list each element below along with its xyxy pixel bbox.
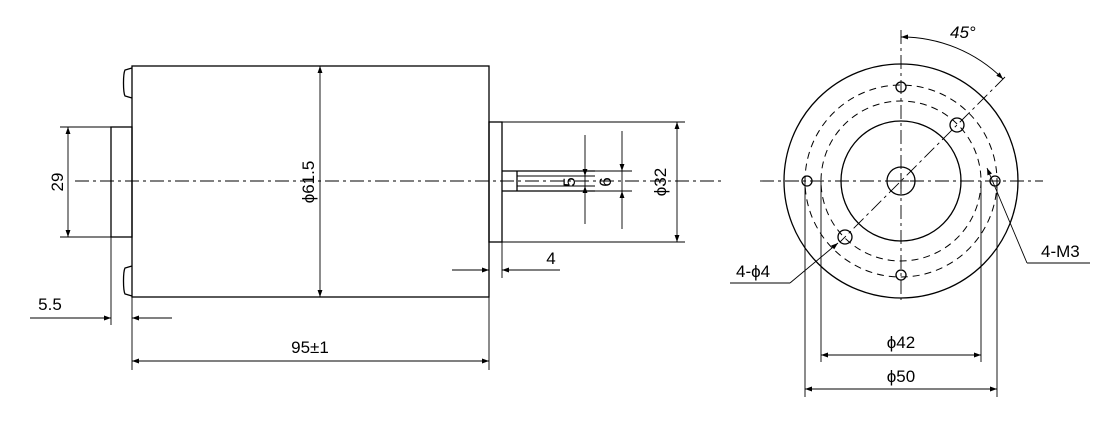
- label-phi-42: ϕ42: [887, 333, 915, 352]
- dim-phi-50: ϕ50: [804, 181, 998, 397]
- shaft-circle: [886, 166, 916, 196]
- dim-rear-offset: 5.5: [30, 237, 172, 370]
- dim-shaft-flats: 5 6: [560, 131, 632, 229]
- dim-length: 95±1: [132, 297, 490, 370]
- rear-bump-top: [122, 67, 133, 99]
- leader-4-phi4: 4-ϕ4: [730, 242, 839, 284]
- label-29: 29: [48, 173, 67, 192]
- label-4-phi4: 4-ϕ4: [736, 262, 770, 281]
- label-45: 45°: [950, 23, 976, 42]
- boss-circle: [840, 120, 962, 242]
- dim-phi-42: ϕ42: [820, 181, 982, 362]
- phi4-holes: [837, 76, 1006, 245]
- dim-flange-height: 29: [48, 126, 111, 238]
- label-5-5: 5.5: [38, 295, 62, 314]
- dim-body-diameter: ϕ61.5: [299, 66, 323, 297]
- leader-4-m3: 4-M3: [986, 167, 1090, 264]
- angle-45: 45°: [900, 23, 1004, 80]
- label-95: 95±1: [291, 338, 329, 357]
- dim-shaft-offset: 4: [452, 242, 560, 278]
- rear-bump-bottom: [122, 265, 133, 297]
- rear-flange: [110, 126, 133, 238]
- side-view: 29 ϕ61.5 5 6 ϕ32: [30, 65, 725, 370]
- label-phi-32: ϕ32: [651, 168, 670, 196]
- label-4-m3: 4-M3: [1041, 242, 1080, 261]
- shaft: [502, 170, 595, 192]
- dim-phi-32: ϕ32: [502, 121, 685, 243]
- label-phi-61-5: ϕ61.5: [299, 161, 318, 204]
- label-6: 6: [596, 177, 615, 186]
- front-view: 45° 4-ϕ4 4-M3 ϕ42 ϕ50: [730, 23, 1090, 397]
- label-phi-50: ϕ50: [887, 367, 915, 386]
- front-boss: [488, 121, 503, 243]
- label-5: 5: [560, 177, 579, 186]
- label-4: 4: [546, 249, 555, 268]
